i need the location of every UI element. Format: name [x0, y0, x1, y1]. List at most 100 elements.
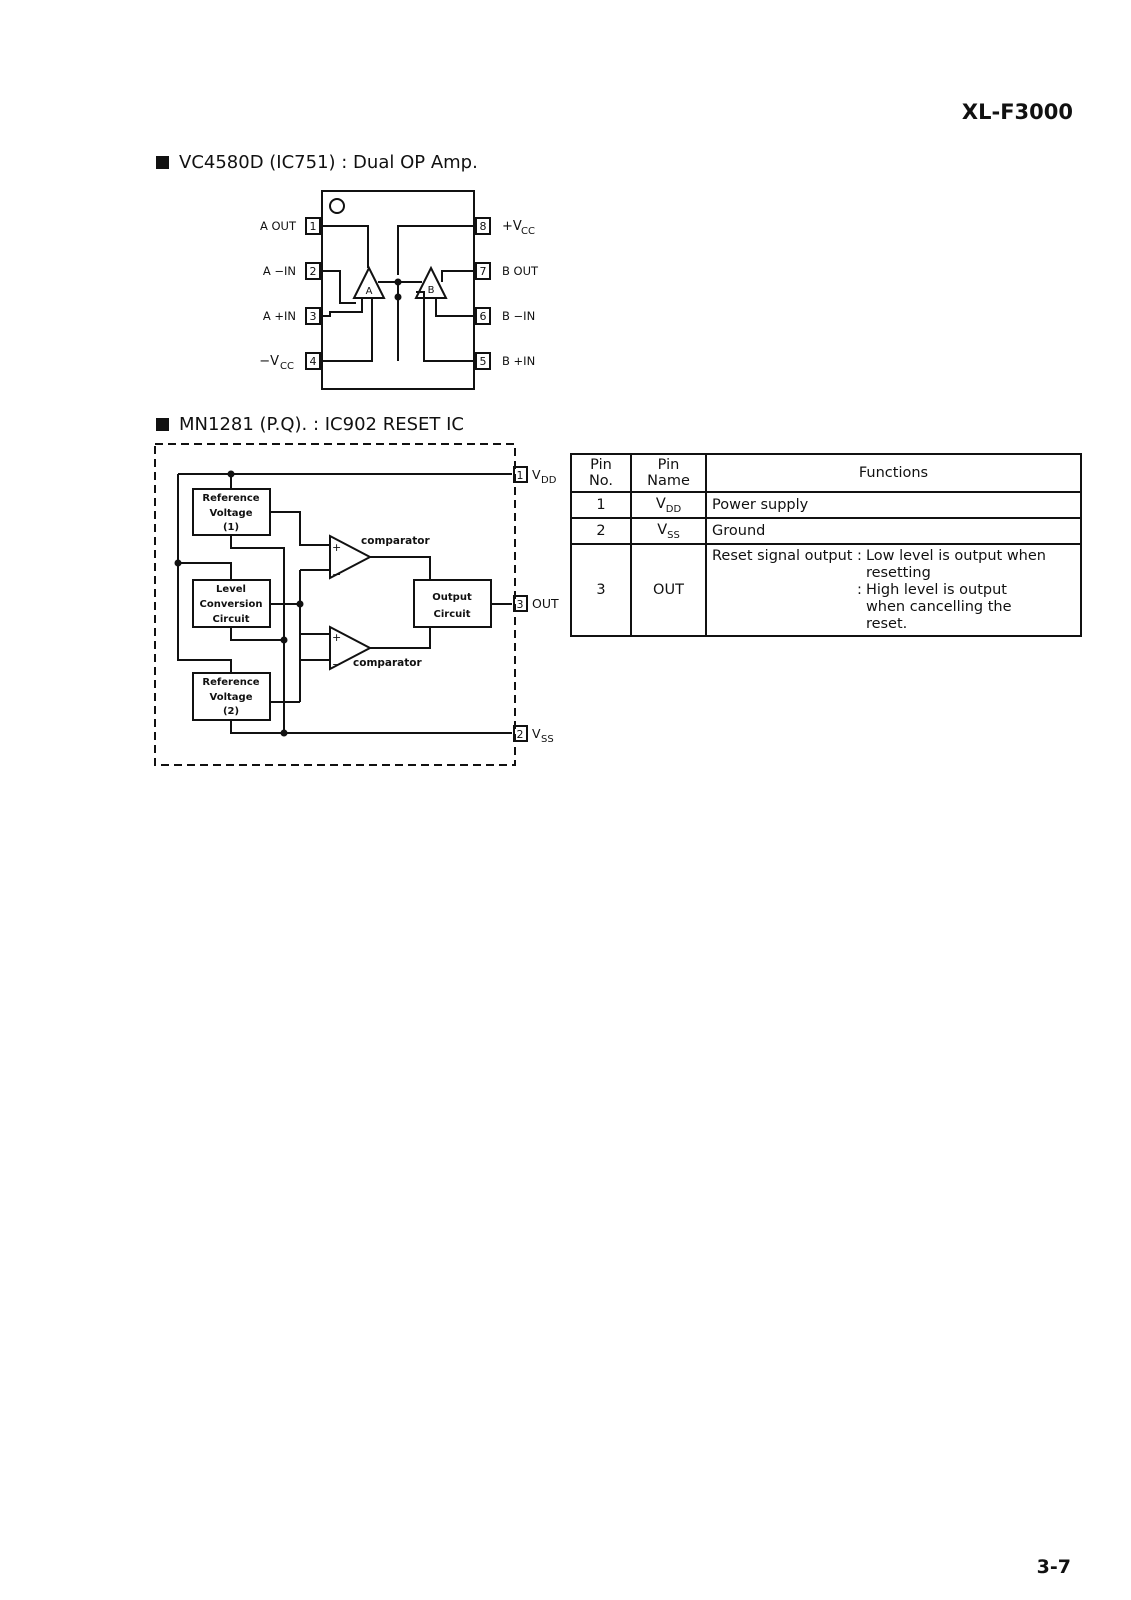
ref2-label: (2): [223, 706, 239, 717]
opamp-title: VC4580D (IC751) : Dual OP Amp.: [179, 152, 478, 173]
pin-function-table: Pin No. Pin Name Functions 1 VDD Power s…: [570, 453, 1082, 637]
fn-text: reset.: [865, 615, 908, 632]
opamp-pin-box: [305, 217, 321, 235]
reset-pin-box: [513, 725, 528, 742]
cell-pin-no: 1: [570, 491, 632, 519]
pin-label-a-minus-in: A −IN: [263, 264, 296, 278]
junction-dot: [227, 470, 235, 478]
pin1-marker-icon: [329, 198, 345, 214]
pin-name-sub: DD: [665, 503, 682, 515]
pin-number: 7: [480, 265, 487, 278]
cell-pin-no: 3: [570, 543, 632, 637]
pin-number: 8: [480, 220, 487, 233]
amp-a-label: A: [366, 286, 373, 297]
opamp-section-title: VC4580D (IC751) : Dual OP Amp.: [156, 152, 478, 173]
pin-number: 4: [310, 355, 317, 368]
pin-number: 2: [310, 265, 317, 278]
ref1-label: Reference: [202, 493, 259, 504]
cell-pin-no: 2: [570, 517, 632, 545]
comparator-1-triangle: [329, 534, 373, 580]
reset-section-title: MN1281 (P.Q). : IC902 RESET IC: [156, 414, 464, 435]
opamp-ic-body: [321, 190, 475, 390]
pin-number: 3: [517, 598, 524, 611]
header-functions: Functions: [705, 453, 1082, 493]
comp2-plus: +: [332, 631, 341, 644]
pin-label-minus-vcc-sub: CC: [280, 361, 294, 372]
pin-label-b-out: B OUT: [502, 264, 539, 278]
fn-text: Low level is output when: [865, 547, 1046, 564]
pin-label-vss-sub: SS: [541, 734, 554, 745]
header-pin-no: Pin No.: [570, 453, 632, 493]
model-number: XL-F3000: [961, 100, 1073, 124]
pin-label-minus-vcc: −V: [259, 354, 279, 369]
page-number: 3-7: [1036, 1556, 1071, 1578]
level-label: Conversion: [200, 599, 263, 610]
fn-lead: [712, 599, 862, 616]
bullet-square-icon: [156, 418, 169, 431]
pin-label-a-out: A OUT: [260, 219, 297, 233]
cell-function: Ground: [705, 517, 1082, 545]
pin-label-a-plus-in: A +IN: [263, 309, 296, 323]
cell-pin-name: VSS: [630, 517, 707, 545]
output-label: Circuit: [434, 609, 471, 620]
table-header-row: Pin No. Pin Name Functions: [570, 453, 1082, 493]
junction-dot: [280, 636, 288, 644]
header-pin-name: Pin Name: [630, 453, 707, 493]
opamp-pin-box: [475, 352, 491, 370]
cell-function: Power supply: [705, 491, 1082, 519]
opamp-pinout-diagram: A B 1 2 3 4 8 7 6 5 A OUT A −IN A +IN −V…: [259, 190, 539, 390]
pin-label-vdd: V: [532, 467, 541, 482]
comp2-minus: −: [332, 658, 341, 671]
fn-lead: Reset signal output :: [712, 547, 862, 564]
cell-function: Reset signal output : Low level is outpu…: [705, 543, 1082, 637]
pin-label-plus-vcc: +V: [502, 219, 522, 234]
level-label: Circuit: [213, 614, 250, 625]
pin-name-text: V: [655, 495, 666, 512]
amp-a-triangle: [352, 265, 386, 299]
amp-b-label: B: [428, 285, 435, 296]
bullet-square-icon: [156, 156, 169, 169]
fn-lead: [712, 565, 862, 582]
reset-pin-box: [513, 466, 528, 483]
pin-number: 1: [517, 469, 524, 482]
ref1-label: Voltage: [210, 508, 253, 519]
function-description: Reset signal output : Low level is outpu…: [712, 548, 1075, 633]
pin-number: 6: [480, 310, 487, 323]
fn-text: when cancelling the: [865, 598, 1012, 615]
table-row: 2 VSS Ground: [570, 517, 1082, 545]
pin-label-b-minus-in: B −IN: [502, 309, 535, 323]
junction-dot: [280, 729, 288, 737]
pin-label-vss: V: [532, 726, 541, 741]
opamp-pin-box: [305, 262, 321, 280]
pin-number: 3: [310, 310, 317, 323]
ref2-label: Reference: [202, 677, 259, 688]
junction-dot: [296, 600, 304, 608]
reset-pin-box: [513, 595, 528, 612]
pin-label-out: OUT: [532, 596, 559, 611]
fn-lead: :: [857, 581, 862, 598]
opamp-pin-box: [305, 307, 321, 325]
ref1-label: (1): [223, 522, 239, 533]
fn-text: High level is output: [865, 581, 1007, 598]
comparator-1-label: comparator: [361, 535, 430, 547]
junction-dot: [174, 559, 182, 567]
pin-number: 5: [480, 355, 487, 368]
comp1-plus: +: [332, 541, 341, 554]
comp1-minus: −: [332, 568, 341, 581]
ref2-label: Voltage: [210, 692, 253, 703]
opamp-pin-box: [475, 307, 491, 325]
fn-text: resetting: [865, 564, 931, 581]
comparator-2-label: comparator: [353, 657, 422, 669]
pin-name-sub: SS: [667, 529, 680, 541]
table-row: 1 VDD Power supply: [570, 491, 1082, 519]
reset-title: MN1281 (P.Q). : IC902 RESET IC: [179, 414, 464, 435]
reset-ic-block-diagram: Reference Voltage (1) Level Conversion C…: [154, 443, 559, 766]
pin-number: 1: [310, 220, 317, 233]
opamp-pin-box: [475, 217, 491, 235]
cell-pin-name: OUT: [630, 543, 707, 637]
cell-pin-name: VDD: [630, 491, 707, 519]
junction-dot: [394, 293, 402, 301]
opamp-pin-box: [475, 262, 491, 280]
fn-lead: [712, 616, 862, 633]
pin-label-plus-vcc-sub: CC: [521, 226, 535, 237]
